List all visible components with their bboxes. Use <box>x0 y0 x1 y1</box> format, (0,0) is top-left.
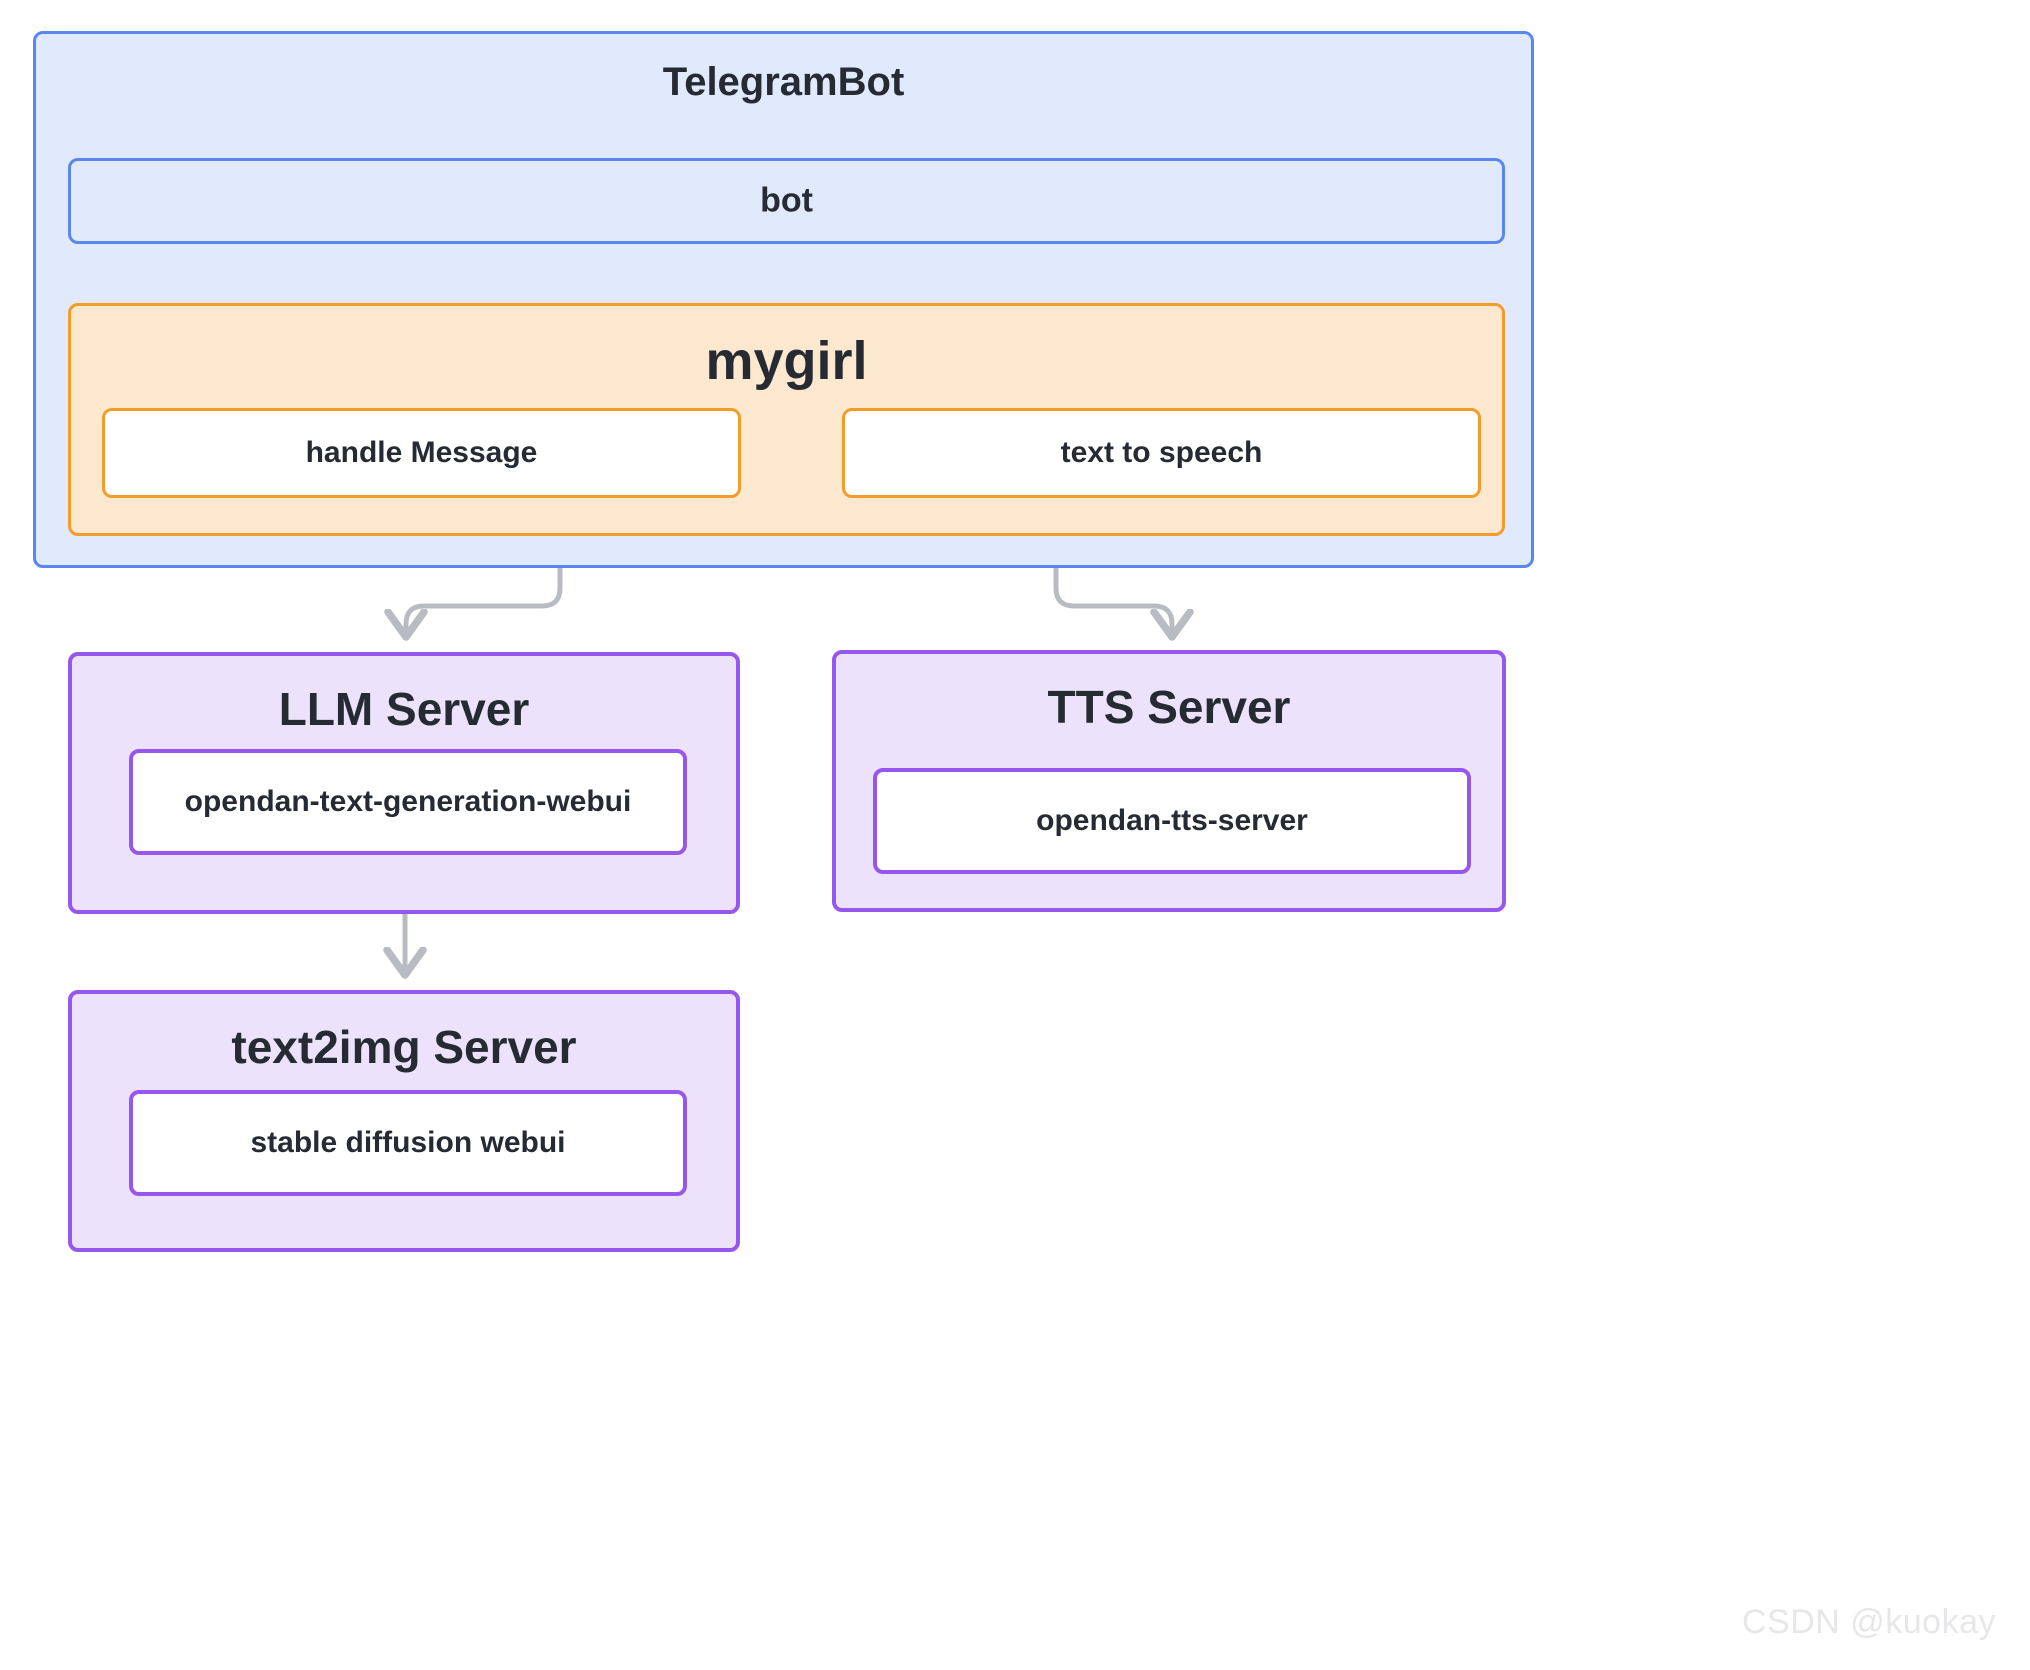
telegram-bot-title: TelegramBot <box>662 60 905 104</box>
node-text-to-speech[interactable]: text to speech <box>842 408 1481 498</box>
node-bot-label: bot <box>760 181 813 220</box>
cluster-mygirl[interactable]: mygirl handle Message text to speech <box>68 303 1505 536</box>
tts-server-title: TTS Server <box>1047 681 1291 733</box>
cluster-text2img-server[interactable]: text2img Server stable diffusion webui <box>68 990 740 1252</box>
cluster-llm-server[interactable]: LLM Server opendan-text-generation-webui <box>68 652 740 914</box>
node-handle-message[interactable]: handle Message <box>102 408 741 498</box>
llm-server-title: LLM Server <box>278 683 530 735</box>
text2img-server-title: text2img Server <box>231 1021 577 1073</box>
node-bot[interactable]: bot <box>68 158 1505 244</box>
csdn-watermark: CSDN @kuokay <box>1741 1603 1996 1641</box>
node-opendan-tts-server[interactable]: opendan-tts-server <box>873 768 1471 874</box>
cluster-tts-server[interactable]: TTS Server opendan-tts-server <box>832 650 1506 912</box>
node-stable-diffusion-webui-label: stable diffusion webui <box>250 1125 566 1159</box>
cluster-telegram-bot[interactable]: TelegramBot bot mygirl handle Message te… <box>33 31 1534 568</box>
node-stable-diffusion-webui[interactable]: stable diffusion webui <box>129 1090 687 1196</box>
mygirl-title: mygirl <box>705 331 868 391</box>
node-opendan-tts-server-label: opendan-tts-server <box>1036 803 1308 837</box>
node-opendan-text-generation-webui-label: opendan-text-generation-webui <box>184 784 632 818</box>
node-text-to-speech-label: text to speech <box>1060 435 1263 469</box>
node-opendan-text-generation-webui[interactable]: opendan-text-generation-webui <box>129 749 687 855</box>
node-handle-message-label: handle Message <box>305 435 538 469</box>
